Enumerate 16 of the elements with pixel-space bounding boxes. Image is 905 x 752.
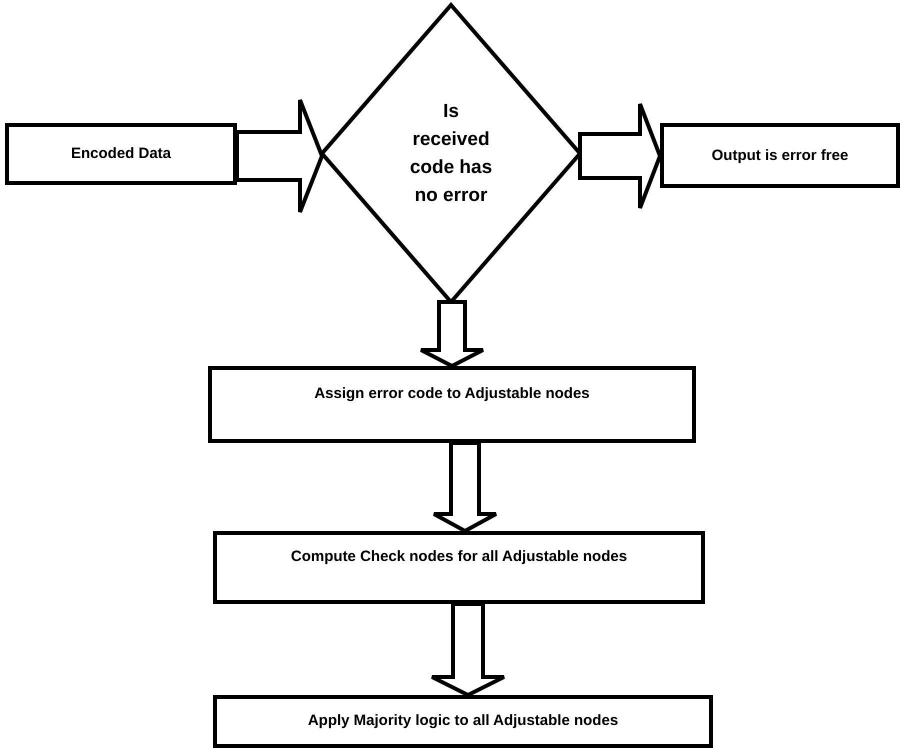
block-arrow [430,602,506,698]
process-box [208,366,696,443]
box-label: Compute Check nodes for all Adjustable nodes [290,547,628,567]
process-box [5,123,237,185]
block-arrow [578,102,662,210]
box-label: Assign error code to Adjustable nodes [313,384,591,404]
decision-text: Is received code has no error [408,100,494,208]
block-arrow [235,98,324,214]
process-box [213,695,713,748]
box-label: Encoded Data [70,144,172,164]
process-box [660,123,900,188]
process-box [213,531,705,604]
block-arrow [419,300,485,368]
box-label: Apply Majority logic to all Adjustable nodes [306,711,620,731]
box-label: Output is error free [710,146,850,166]
block-arrow [432,441,498,534]
